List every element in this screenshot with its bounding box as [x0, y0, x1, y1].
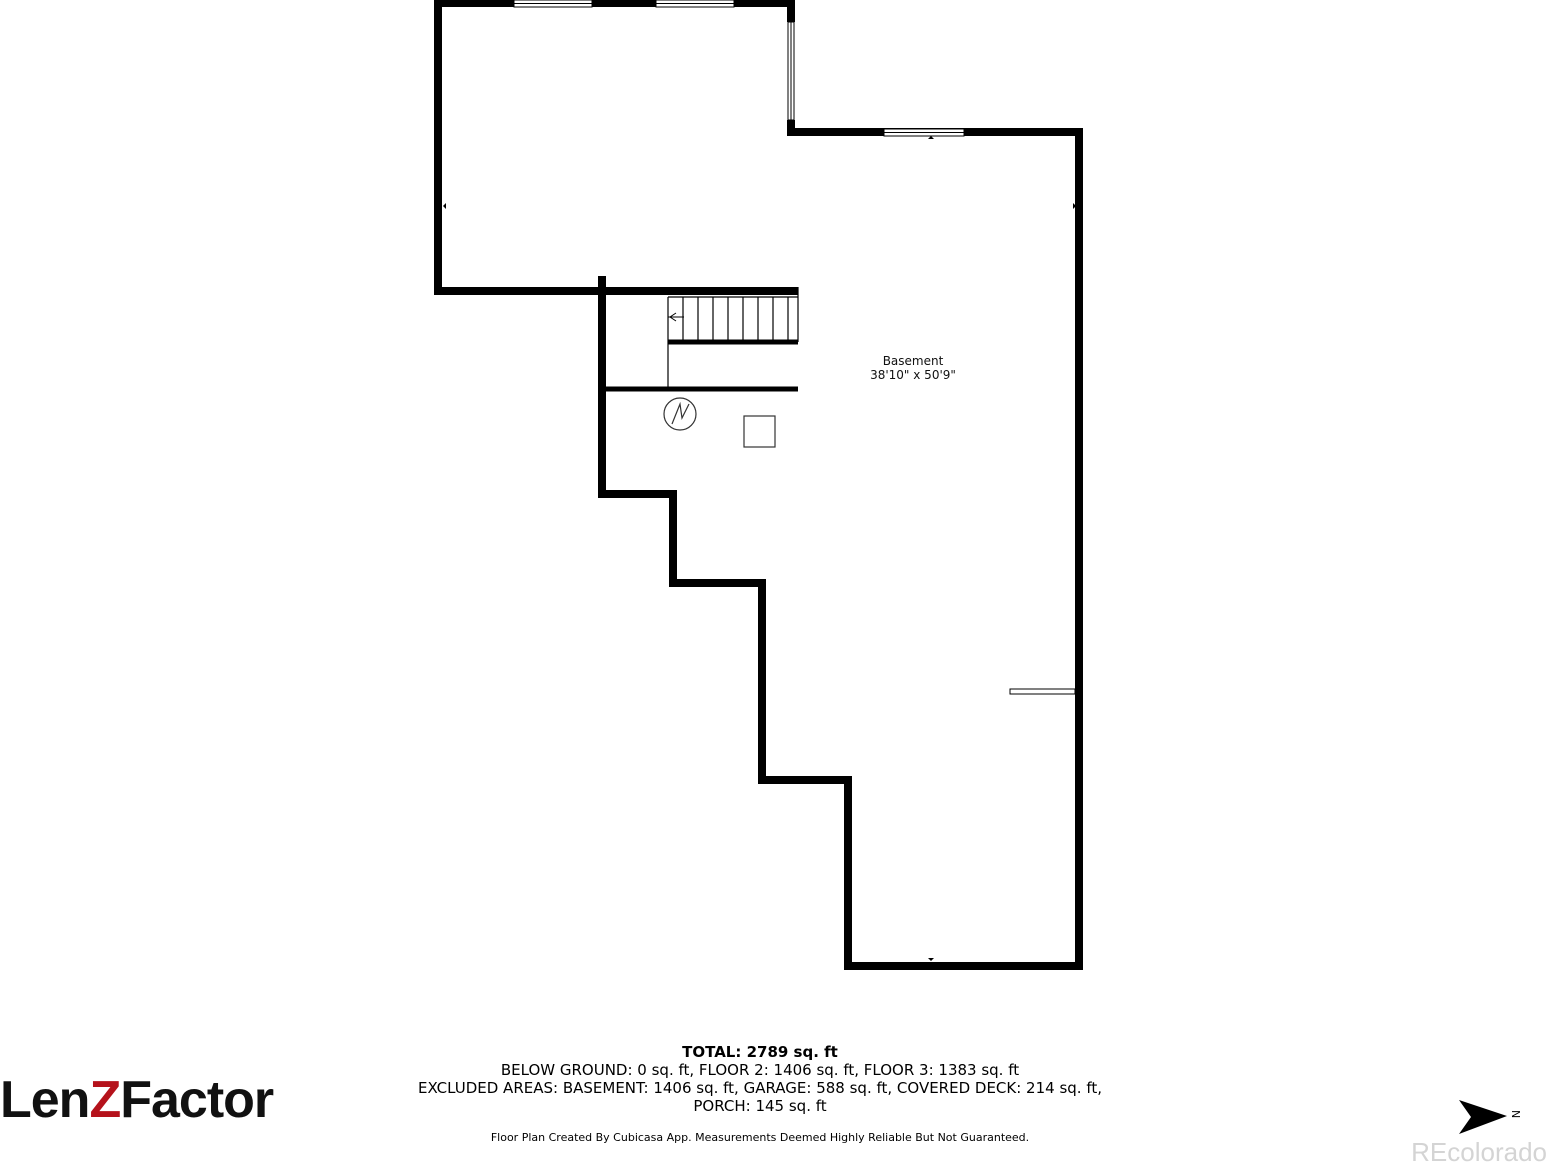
- porch-area: PORCH: 145 sq. ft: [693, 1097, 827, 1115]
- lenzfactor-logo: LenZFactor: [0, 1070, 274, 1130]
- disclaimer: Floor Plan Created By Cubicasa App. Meas…: [490, 1131, 1030, 1144]
- logo-part-1: Len: [0, 1071, 90, 1129]
- staircase: [667, 287, 799, 389]
- window: [883, 128, 965, 137]
- floor-plan: Basement 38'10" x 50'9": [434, 0, 1083, 970]
- room-name: Basement: [883, 354, 944, 368]
- window: [513, 0, 593, 8]
- floor-areas: BELOW GROUND: 0 sq. ft, FLOOR 2: 1406 sq…: [500, 1061, 1020, 1079]
- furnace-icon: [743, 415, 776, 448]
- north-arrow-icon: N: [1459, 1100, 1522, 1134]
- water-heater-icon: [663, 397, 697, 431]
- compass-label: N: [1509, 1110, 1522, 1118]
- logo-part-2: Z: [89, 1071, 121, 1129]
- sliding-door: [787, 21, 795, 121]
- window: [655, 0, 735, 8]
- wall-marker: [1073, 203, 1076, 209]
- total-area: TOTAL: 2789 sq. ft: [682, 1043, 838, 1061]
- window: [1009, 688, 1076, 695]
- wall-marker: [928, 958, 934, 961]
- area-summary: TOTAL: 2789 sq. ft BELOW GROUND: 0 sq. f…: [360, 1043, 1160, 1115]
- logo-part-3: Factor: [120, 1071, 274, 1129]
- exterior-wall: [598, 120, 1083, 970]
- room-dimensions: 38'10" x 50'9": [870, 368, 956, 382]
- wall-marker: [443, 203, 446, 209]
- wall-marker: [928, 136, 934, 139]
- excluded-areas: EXCLUDED AREAS: BASEMENT: 1406 sq. ft, G…: [417, 1079, 1102, 1097]
- exterior-wall: [434, 0, 795, 290]
- recolorado-watermark: REcolorado: [1411, 1137, 1547, 1167]
